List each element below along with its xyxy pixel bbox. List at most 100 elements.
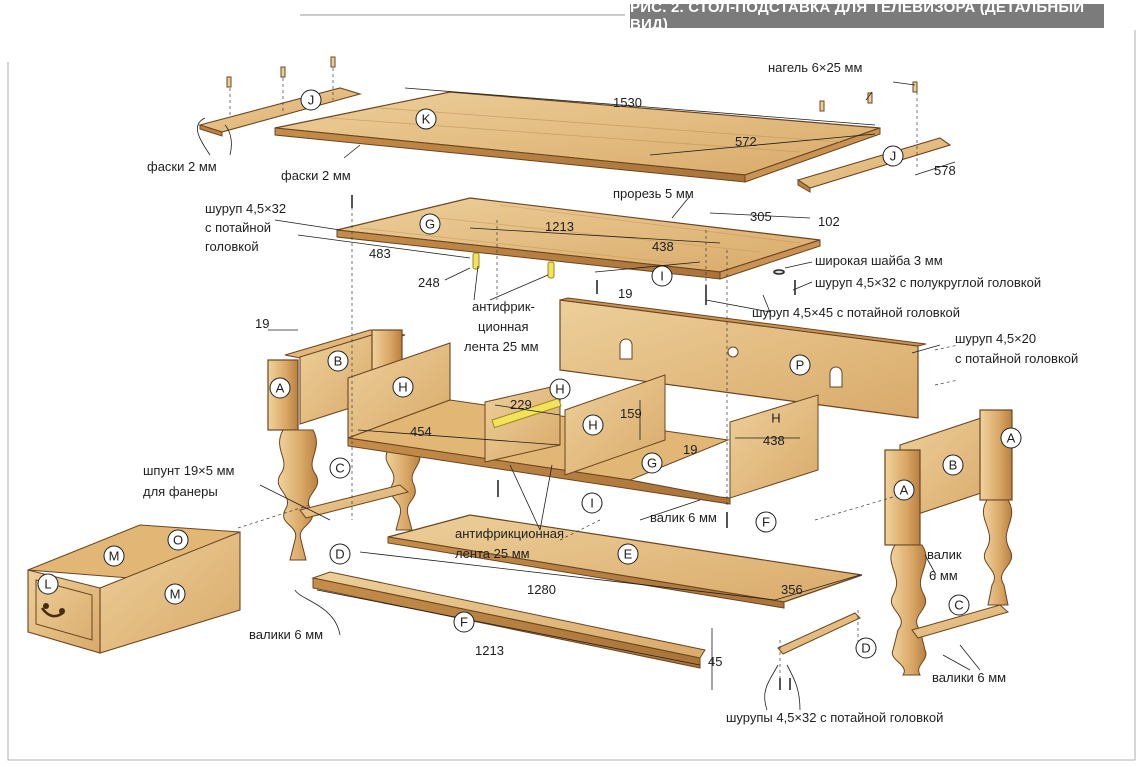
svg-text:K: K xyxy=(422,112,431,127)
tape-note-upper-a: антифрик- xyxy=(472,299,535,314)
screw-note-1c: головкой xyxy=(205,239,259,254)
svg-text:H: H xyxy=(398,380,407,395)
figure-title: РИС. 2. СТОЛ-ПОДСТАВКА ДЛЯ ТЕЛЕВИЗОРА (Д… xyxy=(630,0,1104,33)
svg-text:C: C xyxy=(335,461,344,476)
part-label-h-1: H xyxy=(392,376,414,398)
part-labels: K J J G I P B A H H H G I C D O M M L E … xyxy=(37,89,1022,659)
part-label-f-upper: F xyxy=(755,511,777,533)
part-label-a-right-1: A xyxy=(1000,427,1022,449)
dim-box-454: 454 xyxy=(410,424,432,439)
dim-248: 248 xyxy=(418,275,440,290)
part-label-p: P xyxy=(789,354,811,376)
part-label-d-left: D xyxy=(329,543,351,565)
back-panel-p xyxy=(559,297,927,419)
part-label-o: O xyxy=(167,529,189,551)
part-label-m-1: M xyxy=(103,545,125,567)
bead-note-center: валик 6 мм xyxy=(650,510,717,525)
dim-f-1213: 1213 xyxy=(475,643,504,658)
assembly-lines xyxy=(229,68,959,690)
dim-19-a: 19 xyxy=(618,286,632,301)
leg-assembly-right xyxy=(884,409,1013,676)
dim-f-45: 45 xyxy=(708,654,722,669)
dim-e-356: 356 xyxy=(781,582,803,597)
svg-text:B: B xyxy=(334,354,343,369)
groove-note-b: для фанеры xyxy=(143,484,218,499)
part-label-m-2: M xyxy=(164,583,186,605)
screw-note-1b: с потайной xyxy=(205,220,271,235)
drawer xyxy=(27,524,241,654)
part-label-h-plain: H xyxy=(771,411,780,426)
svg-text:H: H xyxy=(588,418,597,433)
svg-text:I: I xyxy=(590,496,594,511)
bead-note-right-b: 6 мм xyxy=(929,568,958,583)
svg-text:D: D xyxy=(335,547,344,562)
dim-g-102: 102 xyxy=(818,214,840,229)
rail-f-long xyxy=(311,571,706,669)
top-panel-k xyxy=(274,91,881,183)
svg-text:F: F xyxy=(762,515,770,530)
dim-19-b: 19 xyxy=(255,316,269,331)
part-label-i-lower: I xyxy=(581,492,603,514)
dim-top-width: 572 xyxy=(735,134,757,149)
dowel-note: нагель 6×25 мм xyxy=(768,60,862,75)
leader-lines xyxy=(196,81,981,711)
part-label-k: K xyxy=(415,108,437,130)
part-label-c-left: C xyxy=(329,457,351,479)
svg-text:L: L xyxy=(44,577,51,592)
part-label-e: E xyxy=(617,543,639,565)
dim-j-width: 578 xyxy=(934,163,956,178)
panel-g-upper xyxy=(336,197,821,280)
svg-text:A: A xyxy=(1007,431,1016,446)
beads-note-right: валики 6 мм xyxy=(932,670,1006,685)
part-label-l: L xyxy=(37,573,59,595)
svg-text:C: C xyxy=(954,598,963,613)
svg-text:M: M xyxy=(109,549,120,564)
dimension-values: 1530 572 578 1213 483 438 305 102 248 19… xyxy=(255,95,956,669)
svg-text:O: O xyxy=(173,533,183,548)
part-label-j-left: J xyxy=(300,89,322,111)
tape-note-lower-a: антифрикционная xyxy=(455,526,564,541)
svg-text:J: J xyxy=(308,93,315,108)
part-label-d-right: D xyxy=(855,637,877,659)
svg-text:A: A xyxy=(900,483,909,498)
leg-assembly-left xyxy=(267,329,422,561)
svg-text:B: B xyxy=(949,458,958,473)
dim-g-left: 483 xyxy=(369,246,391,261)
chamfer-note-top: фаски 2 мм xyxy=(281,168,351,183)
dowel-pins xyxy=(226,56,918,112)
dim-g-mid: 438 xyxy=(652,239,674,254)
tape-note-lower-b: лента 25 мм xyxy=(455,546,530,561)
dim-box-159: 159 xyxy=(620,406,642,421)
groove-note-a: шпунт 19×5 мм xyxy=(143,463,235,478)
part-label-h-3: H xyxy=(582,414,604,436)
tape-note-upper-c: лента 25 мм xyxy=(464,339,539,354)
part-label-h-2: H xyxy=(549,378,571,400)
dim-19-c: 19 xyxy=(683,442,697,457)
antifriction-tape-upper xyxy=(472,252,555,279)
screw-note-1a: шуруп 4,5×32 xyxy=(205,201,286,216)
screw-445-note: шуруп 4,5×45 с потайной головкой xyxy=(752,305,960,320)
part-label-f-lower: F xyxy=(453,611,475,633)
svg-text:E: E xyxy=(624,547,633,562)
bead-note-right-a: валик xyxy=(927,547,962,562)
dim-top-length: 1530 xyxy=(613,95,642,110)
part-label-g-lower: G xyxy=(641,452,663,474)
part-label-a-left: A xyxy=(269,377,291,399)
part-label-c-right: C xyxy=(948,594,970,616)
dim-e-1280: 1280 xyxy=(527,582,556,597)
part-label-g-upper: G xyxy=(419,213,441,235)
svg-text:H: H xyxy=(555,382,564,397)
tape-note-upper-b: ционная xyxy=(478,319,529,334)
dim-box-229: 229 xyxy=(510,397,532,412)
part-label-b-right: B xyxy=(942,454,964,476)
svg-text:M: M xyxy=(170,587,181,602)
svg-text:A: A xyxy=(276,381,285,396)
part-label-a-right-2: A xyxy=(893,479,915,501)
screws xyxy=(351,195,796,690)
beads-note-left: валики 6 мм xyxy=(249,627,323,642)
svg-text:P: P xyxy=(796,358,805,373)
svg-text:F: F xyxy=(460,615,468,630)
svg-text:G: G xyxy=(425,217,435,232)
